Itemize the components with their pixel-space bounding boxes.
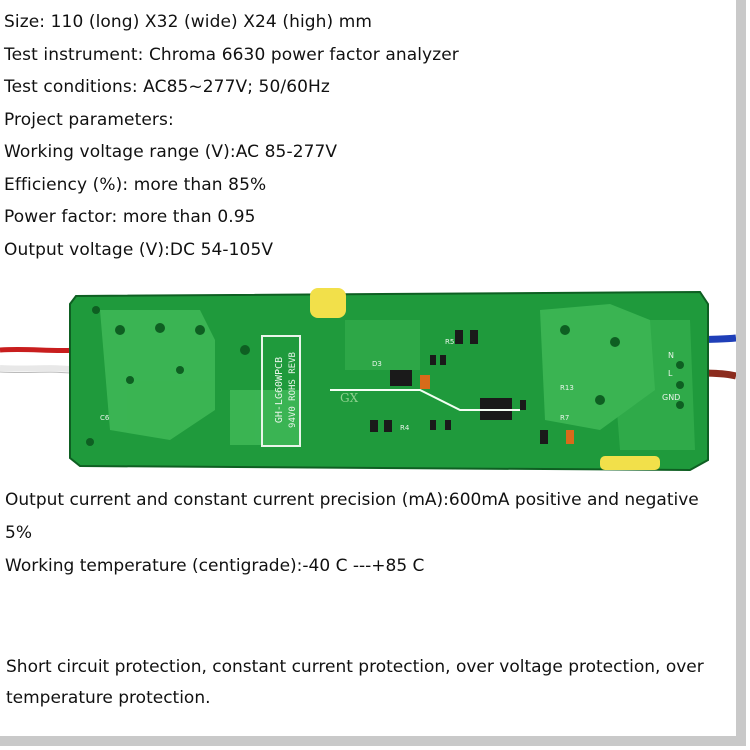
label-r4: R4	[400, 424, 410, 432]
copper-traces	[100, 304, 695, 450]
label-r5: R5	[445, 338, 454, 346]
label-n: N	[668, 351, 674, 360]
label-r13: R13	[560, 384, 574, 392]
spec-size: Size: 110 (long) X32 (wide) X24 (high) m…	[4, 12, 373, 32]
silkscreen-main: GH-LG60WPCB	[274, 357, 285, 423]
silkscreen-box: GH-LG60WPCB 94V0 ROHS REVB	[261, 335, 301, 447]
label-r7: R7	[560, 414, 569, 422]
spec-power-factor: Power factor: more than 0.95	[4, 207, 256, 227]
spec-voltage-range: Working voltage range (V):AC 85-277V	[4, 142, 338, 162]
input-wires	[0, 346, 81, 375]
spec-project-heading: Project parameters:	[4, 109, 174, 130]
spec-conditions: Test conditions: AC85~277V; 50/60Hz	[4, 77, 330, 97]
silkscreen-sub: 94V0 ROHS REVB	[288, 352, 298, 428]
pcb-illustration: GH-LG60WPCB 94V0 ROHS REVB GX N	[0, 288, 737, 472]
spec-output-voltage: Output voltage (V):DC 54-105V	[4, 239, 274, 260]
via-holes	[86, 306, 684, 446]
spec-efficiency: Efficiency (%): more than 85%	[4, 174, 267, 195]
spec-list: Size: 110 (long) X32 (wide) X24 (high) m…	[4, 6, 459, 266]
pcb-photo: GH-LG60WPCB 94V0 ROHS REVB GX N	[0, 280, 737, 490]
signal-trace	[330, 389, 520, 411]
watermark: GX	[340, 391, 359, 405]
label-l: L	[668, 369, 673, 378]
capacitor-yellow	[310, 288, 346, 318]
protection-note: Short circuit protection, constant curre…	[6, 657, 704, 708]
label-d3: D3	[372, 360, 382, 368]
temperature-note: Working temperature (centigrade):-40 C -…	[5, 556, 425, 576]
label-gnd: GND	[662, 393, 680, 402]
current-note: Output current and constant current prec…	[5, 490, 699, 543]
spec-instrument: Test instrument: Chroma 6630 power facto…	[4, 44, 459, 65]
capacitor-yellow-bottom	[600, 456, 660, 470]
label-c6: C6	[100, 414, 110, 422]
